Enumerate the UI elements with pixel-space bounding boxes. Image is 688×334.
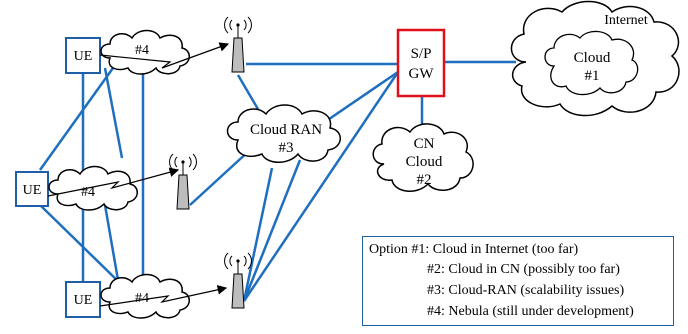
link-ran-ant3b [242, 159, 302, 302]
cloud-icon [226, 104, 341, 163]
gateway-line1: S/P [411, 46, 432, 62]
nebula-cloud-top: #4 [100, 29, 190, 75]
nebula-label: #4 [135, 291, 149, 306]
ue-node: UE [15, 171, 49, 207]
cloud-ran: Cloud RAN #3 [226, 104, 341, 163]
link-cloud1-cloud2 [103, 67, 124, 159]
nebula-cloud-middle: #4 [48, 165, 138, 211]
antenna-icon [224, 16, 252, 73]
sp-gateway: S/P GW [396, 28, 446, 98]
internet-cloud: Internet Cloud #1 [510, 0, 680, 117]
link-ant2-ran [189, 149, 251, 206]
link-ue2-cloud3 [39, 204, 123, 286]
cn-cloud-line3: #2 [417, 172, 432, 188]
cloud-icon [544, 30, 639, 96]
link-ran-ant3a [242, 167, 274, 302]
internet-cloud-line2: #1 [585, 68, 600, 84]
link-ue2-cloud1 [38, 67, 115, 171]
ue-node: UE [65, 37, 101, 74]
gateway-line2: GW [409, 66, 435, 82]
cloud-icon [100, 29, 190, 75]
cloud-icon [48, 165, 138, 211]
legend-option-3: #3: Cloud-RAN (scalability issues) [427, 283, 625, 298]
cloud-icon [372, 123, 474, 192]
cloud-ran-id: #3 [279, 140, 294, 156]
link-cloud2-cloud3 [103, 204, 120, 281]
nebula-label: #4 [135, 43, 149, 58]
cn-cloud: CN Cloud #2 [372, 123, 474, 192]
ue-node: UE [65, 281, 101, 318]
antenna-icon [224, 252, 252, 309]
cloud-icon [100, 273, 190, 319]
lightning-link-icon [47, 42, 230, 307]
internet-title: Internet [604, 13, 648, 28]
antenna-icon [169, 153, 197, 210]
legend-option-2: #2: Cloud in CN (possibly too far) [427, 262, 620, 277]
nebula-cloud-bottom: #4 [100, 273, 190, 319]
link-ant3-gw [242, 71, 400, 302]
cn-cloud-line1: CN [414, 136, 435, 152]
legend-option-1: Option #1: Cloud in Internet (too far) [369, 242, 579, 257]
legend-option-4: #4: Nebula (still under development) [427, 304, 634, 319]
network-links [38, 60, 516, 302]
cloud-ran-title: Cloud RAN [250, 122, 322, 138]
ue-label: UE [23, 183, 42, 198]
internet-cloud-line1: Cloud [574, 50, 611, 66]
legend: Option #1: Cloud in Internet (too far) #… [362, 236, 674, 326]
ue-label: UE [74, 293, 93, 308]
ue-label: UE [74, 49, 93, 64]
cn-cloud-line2: Cloud [406, 154, 443, 170]
